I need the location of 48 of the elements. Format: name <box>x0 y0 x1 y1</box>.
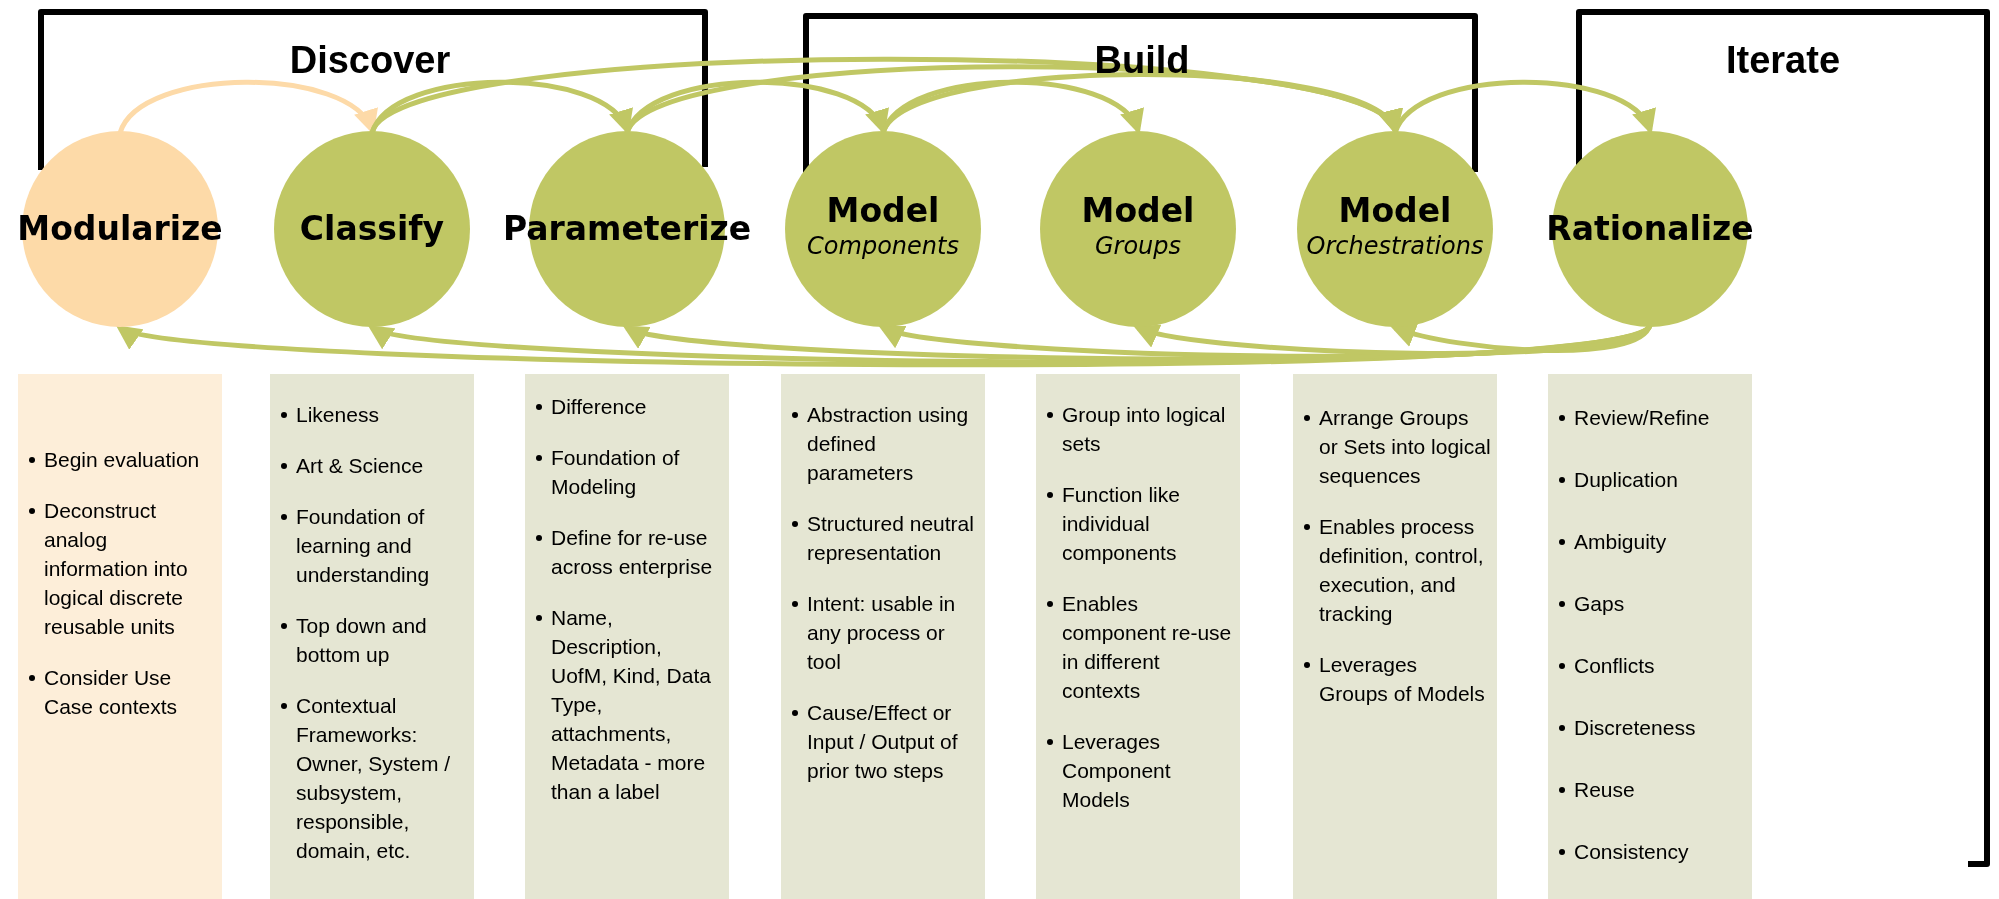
stage-subtitle: Orchestrations <box>1306 231 1484 261</box>
bullet-text: Begin evaluation <box>44 447 201 473</box>
bullet-text: Difference <box>551 394 648 420</box>
stage-title: Classify <box>299 209 445 249</box>
bullet-text: Consistency <box>1574 839 1690 865</box>
bullet-text: Foundation of learning and understanding <box>296 504 431 588</box>
bullet-text: Name, Description, UofM, Kind, Data Type, attachments, Metadata - more than a label <box>551 605 712 805</box>
bullet-text: Gaps <box>1574 591 1626 617</box>
bullet-text: Discreteness <box>1574 715 1697 741</box>
bullet-text: Consider Use Case contexts <box>44 665 179 720</box>
bullet-text: Ambiguity <box>1574 529 1668 555</box>
bullet-text: Function like individual components <box>1062 482 1181 566</box>
bullet-text: Contextual Frameworks: Owner, System / subsystem, responsible, domain, etc. <box>296 693 452 864</box>
stage-title: Model <box>1338 191 1452 231</box>
bullet-text: Leverages Component Models <box>1062 729 1172 813</box>
bullet-text: Top down and bottom up <box>296 613 428 668</box>
bullet-text: Deconstruct analog information into logical discrete reusable units <box>44 498 189 640</box>
bullet-text: Duplication <box>1574 467 1679 493</box>
bullet-text: Arrange Groups or Sets into logical sequences <box>1319 405 1491 489</box>
stage-column <box>1548 374 1752 899</box>
stage-title: Model <box>826 191 940 231</box>
bullet-text: Enables process definition, control, execution, and tracking <box>1319 514 1485 627</box>
bullet-text: Enables component re-use in different contexts <box>1062 591 1233 704</box>
stage-column <box>1036 374 1240 899</box>
arrow <box>1390 322 1653 353</box>
bullet-text: Likeness <box>296 402 380 428</box>
stage-column <box>525 374 729 899</box>
bullet-text: Reuse <box>1574 777 1636 803</box>
stage-subtitle: Components <box>807 231 959 261</box>
bullet-text: Structured neutral representation <box>807 511 975 566</box>
bullet-text: Foundation of Modeling <box>551 445 681 500</box>
bullet-text: Art & Science <box>296 453 425 479</box>
bullet-text: Group into logical sets <box>1062 402 1227 457</box>
stage-title: Model <box>1081 191 1195 231</box>
bullet-text: Leverages Groups of Models <box>1319 652 1486 707</box>
stage-subtitle: Groups <box>1094 231 1182 261</box>
bullet-text: Abstraction using defined parameters <box>807 402 970 486</box>
stage-column <box>781 374 985 899</box>
bullet-text: Define for re-use across enterprise <box>551 525 714 580</box>
stage-column <box>1293 374 1497 899</box>
bullet-text: Cause/Effect or Input / Output of prior two steps <box>807 700 959 784</box>
stage-column <box>18 374 222 899</box>
stage-title: Modularize <box>17 209 223 249</box>
bullet-text: Intent: usable in any process or tool <box>807 591 957 675</box>
stage-heading: Iterate <box>1725 39 1841 82</box>
stage-column <box>270 374 474 899</box>
bullet-text: Conflicts <box>1574 653 1656 679</box>
bullet-text: Review/Refine <box>1574 405 1711 431</box>
